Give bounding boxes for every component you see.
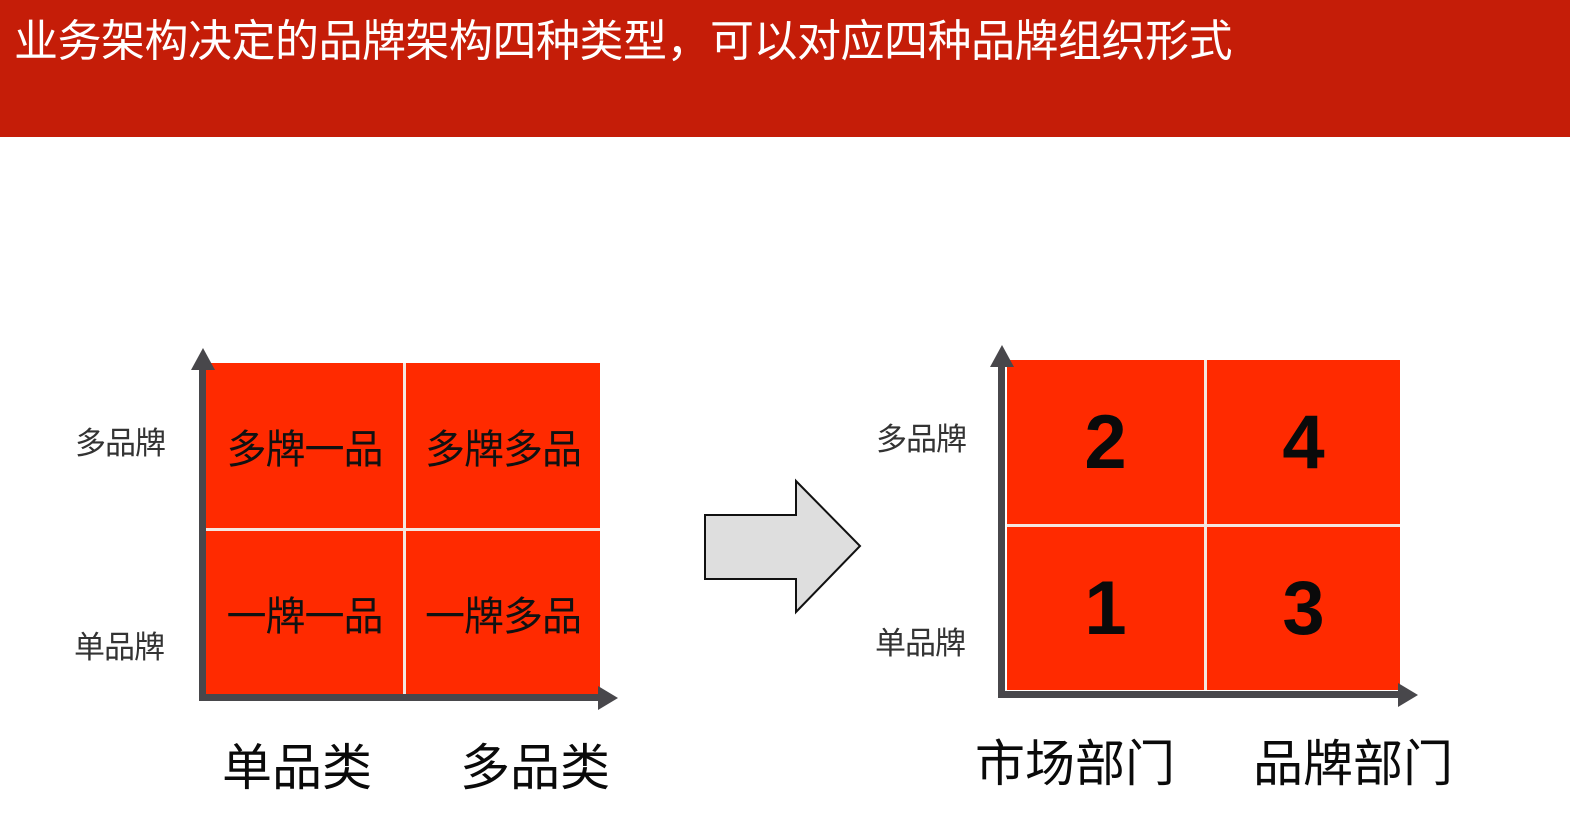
cell-label: 一牌多品: [425, 593, 582, 640]
cell-number: 1: [1084, 566, 1127, 651]
y-axis-arrow-icon: [191, 348, 215, 370]
right-arrow-icon: [704, 478, 862, 615]
x-axis-arrow-icon: [1398, 683, 1418, 707]
grid-divider-horizontal: [206, 528, 600, 531]
cell-bottom-right: 3: [1207, 527, 1400, 690]
y-label-single-brand: 单品牌: [74, 630, 165, 666]
cell-number: 2: [1084, 399, 1127, 485]
x-axis-arrow-icon: [598, 686, 618, 710]
cell-label: 多牌一品: [226, 426, 384, 473]
cell-label: 一牌一品: [226, 593, 384, 640]
cell-bottom-right: 一牌多品: [406, 531, 600, 694]
cell-number: 3: [1282, 566, 1325, 651]
page-title: 业务架构决定的品牌架构四种类型，可以对应四种品牌组织形式: [14, 16, 1233, 67]
y-axis-line: [199, 366, 206, 701]
x-label-marketing-dept: 市场部门: [975, 735, 1175, 793]
grid-divider-horizontal: [1007, 524, 1400, 527]
x-label-brand-dept: 品牌部门: [1253, 735, 1453, 793]
x-axis-line: [199, 694, 601, 701]
y-label-multi-brand: 多品牌: [876, 422, 967, 458]
cell-bottom-left: 一牌一品: [206, 531, 403, 694]
y-label-single-brand: 单品牌: [875, 626, 966, 662]
header-bar: 业务架构决定的品牌架构四种类型，可以对应四种品牌组织形式: [0, 0, 1570, 137]
x-label-single-category: 单品类: [222, 739, 372, 797]
cell-top-right: 4: [1207, 360, 1400, 524]
y-axis-line: [998, 362, 1005, 698]
x-label-multi-category: 多品类: [460, 739, 610, 797]
cell-top-left: 多牌一品: [206, 363, 403, 528]
y-axis-arrow-icon: [990, 345, 1014, 367]
cell-number: 4: [1282, 399, 1325, 485]
cell-label: 多牌多品: [425, 426, 582, 473]
x-axis-line: [998, 691, 1402, 698]
cell-top-right: 多牌多品: [406, 363, 600, 528]
cell-bottom-left: 1: [1007, 527, 1204, 690]
cell-top-left: 2: [1007, 360, 1204, 524]
y-label-multi-brand: 多品牌: [75, 426, 166, 462]
